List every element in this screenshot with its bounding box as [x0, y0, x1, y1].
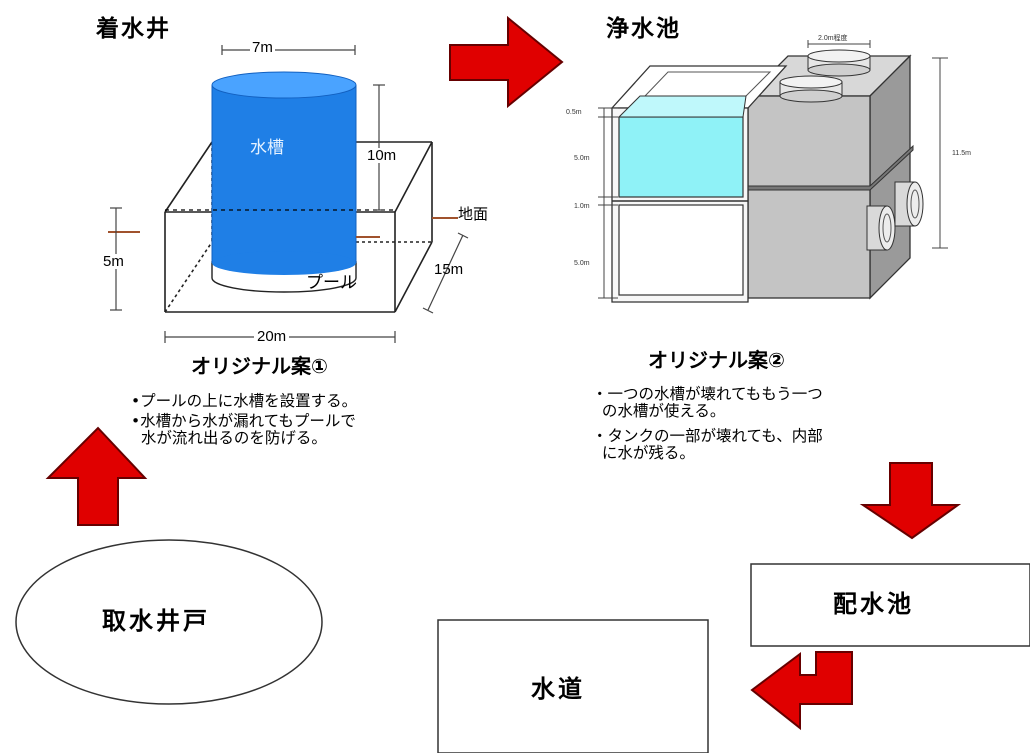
- dim-10m: [373, 84, 385, 211]
- ground-label: 地面: [458, 206, 489, 223]
- side-pipe-lower: [866, 205, 896, 251]
- dim-label-5m: 5m: [103, 253, 124, 270]
- purification-pool-title: 浄水池: [606, 16, 681, 42]
- dim-label-b: 5.0m: [574, 155, 590, 162]
- plan-2-note-2: ・タンクの一部が壊れても、内部 に水が残る。: [592, 427, 823, 462]
- purification-pool-diagram: [598, 40, 948, 303]
- purification-dims: [598, 40, 948, 299]
- arrow-up: [45, 426, 148, 526]
- tank-label: 水槽: [250, 138, 284, 158]
- dim-label-20m: 20m: [254, 329, 290, 344]
- lower-water-tank: [618, 204, 744, 296]
- water-supply-node: [437, 619, 709, 753]
- dim-label-10m: 10m: [367, 147, 397, 164]
- intake-well-title: 着水井: [96, 16, 171, 42]
- plan-2-note-1: ・一つの水槽が壊れてももう一つ の水槽が使える。: [592, 385, 823, 420]
- dim-label-d: 5.0m: [574, 260, 590, 267]
- distribution-label: 配水池: [833, 590, 914, 618]
- blue-tank: [211, 71, 357, 275]
- plan-1-note-1: •プールの上に水槽を設置する。: [131, 392, 358, 410]
- intake-well-diagram: [108, 45, 469, 343]
- dim-15m: [422, 232, 469, 314]
- distribution-node: [750, 563, 1030, 647]
- side-pipe-upper: [894, 181, 924, 227]
- dim-label-7m: 7m: [250, 39, 275, 56]
- well-label: 取水井戸: [102, 607, 210, 635]
- dim-label-a: 0.5m: [566, 109, 582, 116]
- water-supply-label: 水道: [531, 675, 585, 703]
- dim-label-15m: 15m: [434, 261, 464, 278]
- dim-label-c: 1.0m: [574, 203, 590, 210]
- roof-cylinder-back: [807, 49, 871, 77]
- upper-water-tank: [618, 116, 744, 198]
- pool-label: プール: [306, 273, 357, 293]
- roof-cylinder-front: [779, 75, 843, 103]
- arrow-down: [859, 462, 962, 540]
- arrow-elbow-left: [750, 651, 853, 731]
- plan-1-note-2: •水槽から水が漏れてもプールで 水が流れ出るのを防げる。: [131, 412, 356, 447]
- plan-1-title: オリジナル案①: [191, 354, 328, 378]
- arrow-right: [449, 15, 564, 109]
- well-node: [15, 539, 323, 705]
- dim-label-top: 2.0m程度: [818, 35, 848, 42]
- plan-2-title: オリジナル案②: [648, 348, 785, 372]
- dim-label-total: 11.5m: [952, 150, 971, 157]
